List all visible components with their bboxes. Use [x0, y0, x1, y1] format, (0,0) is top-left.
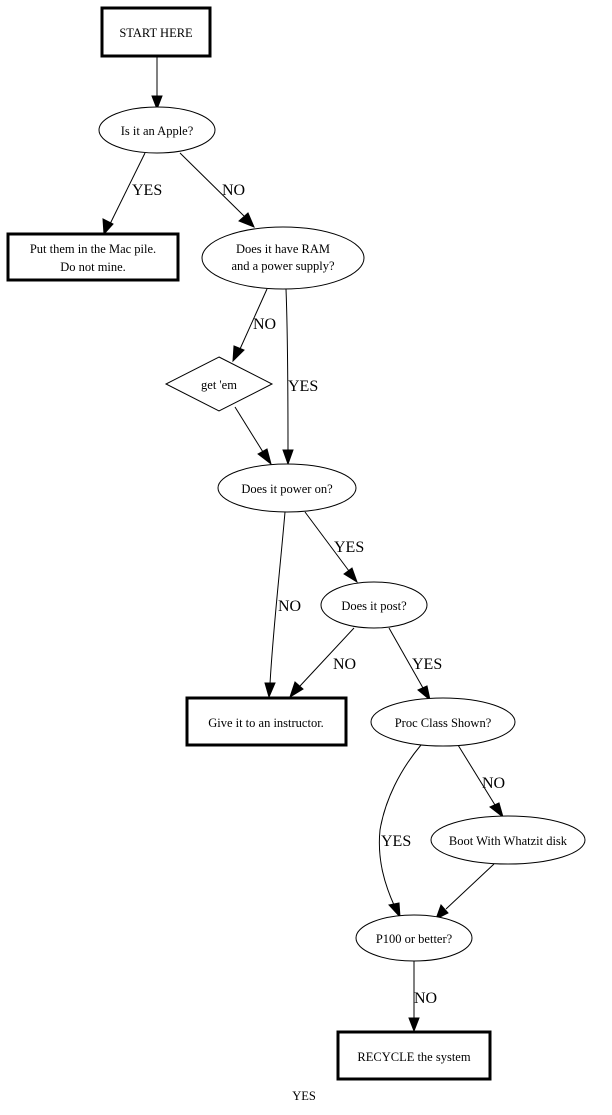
edge-label-no: NO: [222, 182, 245, 199]
node-label: Is it an Apple?: [121, 124, 194, 138]
node-label: Does it post?: [341, 599, 407, 613]
edge-post-to-proc-class: YES: [388, 627, 442, 702]
edge-p100-to-recycle: NO: [408, 961, 437, 1033]
node-label: START HERE: [119, 26, 193, 40]
edge-label-yes: YES: [334, 539, 364, 556]
edge-label-no: NO: [333, 656, 356, 673]
node-label: RECYCLE the system: [357, 1050, 470, 1064]
node-label-line-1: Does it have RAM: [236, 242, 330, 256]
node-label-line-2: Do not mine.: [60, 260, 126, 274]
node-label-line-2: and a power supply?: [231, 259, 335, 273]
node-label: Give it to an instructor.: [208, 716, 324, 730]
edge-label-yes: YES: [288, 378, 318, 395]
node-does-it-power-on[interactable]: Does it power on?: [217, 463, 357, 513]
dangling-yes-label: YES: [292, 1089, 316, 1103]
node-get-em[interactable]: get 'em: [164, 356, 274, 412]
node-ram-and-power-supply[interactable]: Does it have RAM and a power supply?: [201, 226, 365, 290]
edges: YES NO NO YES NO: [102, 57, 505, 1033]
node-start-here[interactable]: START HERE: [100, 6, 212, 58]
node-label: Boot With Whatzit disk: [449, 834, 568, 848]
node-is-it-an-apple[interactable]: Is it an Apple?: [98, 106, 216, 154]
edge-apple-to-ram-power: NO: [179, 152, 255, 228]
edge-get-em-to-power-on: [234, 406, 272, 466]
node-label: Proc Class Shown?: [395, 716, 492, 730]
edge-proc-class-to-p100: YES: [378, 744, 422, 919]
node-label: get 'em: [201, 378, 237, 392]
edge-label-no: NO: [414, 990, 437, 1007]
edge-start-to-apple: [151, 57, 163, 111]
edge-apple-to-mac-pile: YES: [102, 152, 162, 236]
node-label: Does it power on?: [241, 482, 333, 496]
nodes: START HERE Is it an Apple? Put them in t…: [6, 6, 586, 1081]
edge-ram-power-to-get-em: NO: [232, 288, 276, 363]
node-mac-pile[interactable]: Put them in the Mac pile. Do not mine.: [6, 232, 180, 282]
edge-post-to-instructor: NO: [289, 627, 356, 699]
edge-label-yes: YES: [412, 656, 442, 673]
edge-proc-class-to-whatzit: NO: [457, 744, 505, 819]
node-label-line-1: Put them in the Mac pile.: [30, 242, 156, 256]
node-proc-class-shown[interactable]: Proc Class Shown?: [370, 697, 516, 747]
node-give-to-instructor[interactable]: Give it to an instructor.: [185, 696, 348, 747]
edge-ram-power-to-power-on: YES: [282, 288, 318, 466]
node-label: P100 or better?: [376, 932, 453, 946]
node-does-it-post[interactable]: Does it post?: [320, 581, 428, 629]
edge-label-no: NO: [482, 775, 505, 792]
node-p100-or-better[interactable]: P100 or better?: [355, 914, 473, 962]
edge-label-no: NO: [253, 316, 276, 333]
edge-power-on-to-instructor: NO: [264, 511, 301, 699]
edge-label-yes: YES: [381, 833, 411, 850]
node-boot-with-whatzit-disk[interactable]: Boot With Whatzit disk: [430, 815, 586, 865]
edge-whatzit-to-p100: [435, 863, 495, 921]
edge-power-on-to-post: YES: [304, 511, 364, 584]
edge-label-no: NO: [278, 598, 301, 615]
node-recycle-the-system[interactable]: RECYCLE the system: [336, 1030, 492, 1081]
edge-label-yes: YES: [132, 182, 162, 199]
